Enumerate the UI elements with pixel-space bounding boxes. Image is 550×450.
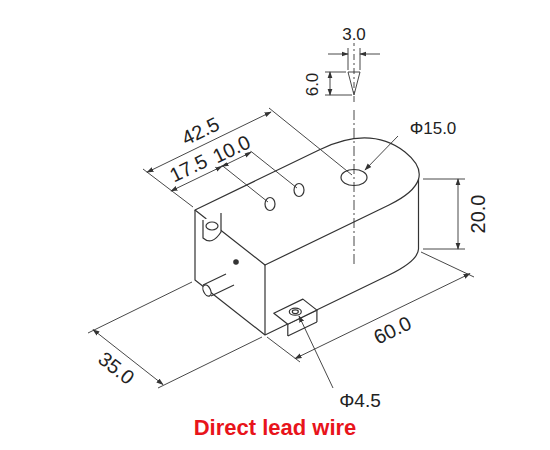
dimension-label: 3.0	[340, 26, 368, 43]
dimension-lines	[88, 40, 474, 388]
figure-caption: Direct lead wire	[0, 416, 550, 440]
sensor-body	[195, 138, 419, 336]
dimension-label: Φ4.5	[337, 391, 383, 410]
dimension-label: Φ15.0	[408, 120, 459, 137]
dimension-label: 60.0	[368, 312, 415, 349]
dimension-label: 35.0	[93, 347, 139, 389]
dimension-label: 17.5	[164, 150, 211, 187]
dimension-label: 6.0	[304, 70, 321, 98]
dimension-label: 20.0	[468, 193, 488, 236]
